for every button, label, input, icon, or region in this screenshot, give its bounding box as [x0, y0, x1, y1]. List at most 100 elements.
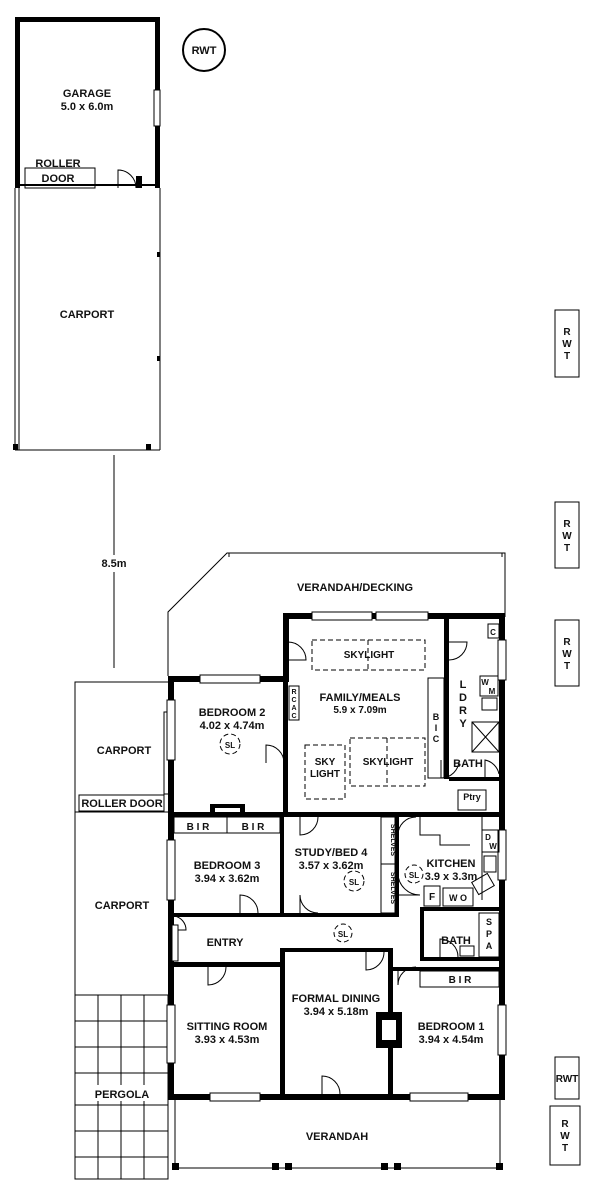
family-meals: SKYLIGHT SKY LIGHT SKYLIGHT FAMILY/MEALS… — [288, 639, 445, 800]
roller-door-label: ROLLER DOOR — [81, 798, 162, 810]
bir-bedroom1-label: B I R — [449, 975, 473, 986]
family-meals-name: FAMILY/MEALS — [320, 692, 401, 704]
sitting-room: SITTING ROOM 3.93 x 4.53m — [187, 1021, 268, 1046]
dw-letter: D — [485, 833, 491, 842]
f-label: F — [429, 892, 435, 903]
pergola-label: PERGOLA — [95, 1089, 149, 1101]
carport-detached: CARPORT — [13, 188, 161, 451]
bedroom2-name: BEDROOM 2 — [199, 707, 266, 719]
garage-size: 5.0 x 6.0m — [61, 101, 114, 113]
bath-lower-label: BATH — [441, 935, 471, 947]
garage: GARAGE 5.0 x 6.0m ROLLER DOOR — [15, 17, 161, 189]
carport-top-label: CARPORT — [60, 309, 115, 321]
bir-strip: B I R B I R — [173, 804, 281, 834]
garage-name: GARAGE — [63, 88, 111, 100]
spa-letter: S — [486, 917, 492, 927]
pergola: PERGOLA — [74, 994, 169, 1180]
rwt-letter: R — [563, 637, 571, 648]
bedroom3-size: 3.94 x 3.62m — [195, 873, 260, 885]
sl-label: SL — [225, 741, 235, 750]
rcac-letter: C — [291, 713, 296, 720]
sl-label: SL — [338, 930, 348, 939]
rwt-tank-round: RWT — [182, 28, 226, 72]
skylight-label-bottom: SKYLIGHT — [363, 757, 414, 768]
bedroom3-name: BEDROOM 3 — [194, 860, 261, 872]
rwt-tank-2: R W T — [554, 501, 580, 569]
wo-label: W O — [449, 893, 467, 903]
wm-letter: M — [489, 687, 496, 696]
rwt-tank-1: R W T — [554, 309, 580, 378]
bedroom-3: BEDROOM 3 3.94 x 3.62m — [194, 860, 261, 885]
rwt-letter: R — [563, 519, 571, 530]
bir-left-label: B I R — [187, 822, 211, 833]
windows — [166, 611, 507, 1102]
c-label: C — [490, 628, 496, 637]
bic-letter: C — [433, 734, 440, 744]
rcac-letter: A — [291, 705, 296, 712]
sitting-room-size: 3.93 x 4.53m — [195, 1034, 260, 1046]
verandah-decking-label: VERANDAH/DECKING — [297, 582, 413, 594]
formal-dining-size: 3.94 x 5.18m — [304, 1006, 369, 1018]
distance-marker: 8.5m — [101, 455, 127, 668]
study-size: 3.57 x 3.62m — [299, 860, 364, 872]
bath-upper-label: BATH — [453, 758, 483, 770]
sky-label: SKY — [315, 757, 336, 768]
family-meals-size: 5.9 x 7.09m — [333, 705, 386, 716]
verandah-decking: VERANDAH/DECKING — [167, 552, 506, 676]
rwt-letter: W — [560, 1131, 570, 1142]
study-bed-4: STUDY/BED 4 3.57 x 3.62m SL SHELVES SHEL… — [295, 816, 396, 914]
bedroom-2: BEDROOM 2 4.02 x 4.74m SL — [199, 707, 266, 755]
distance-label: 8.5m — [101, 558, 126, 570]
rwt-tank-5: R W T — [549, 1105, 581, 1166]
rcac-letter: R — [291, 689, 296, 696]
rwt-letter: R — [561, 1119, 569, 1130]
front-verandah: VERANDAH — [172, 1100, 503, 1170]
light-label: LIGHT — [310, 769, 340, 780]
entry-label: ENTRY — [207, 937, 245, 949]
rwt-tank-4: RWT — [554, 1056, 580, 1100]
sitting-room-name: SITTING ROOM — [187, 1021, 268, 1033]
roller-door-label-2: DOOR — [42, 173, 75, 185]
bic-letter: I — [435, 723, 438, 733]
entry: ENTRY SL — [171, 923, 353, 962]
carport-left-2-label: CARPORT — [95, 900, 150, 912]
bedroom2-size: 4.02 x 4.74m — [200, 720, 265, 732]
kitchen: Ptry D W KITCHEN 3.9 x 3.3m SL F W O — [404, 789, 500, 907]
bedroom1-size: 3.94 x 4.54m — [419, 1034, 484, 1046]
skylight-label-top: SKYLIGHT — [344, 650, 395, 661]
verandah-label: VERANDAH — [306, 1131, 368, 1143]
bir-right-label: B I R — [242, 822, 266, 833]
ldry-letter: R — [459, 705, 467, 717]
ldry-letter: D — [459, 692, 467, 704]
rcac-letter: C — [291, 697, 296, 704]
sl-label: SL — [409, 871, 419, 880]
rwt-letter: T — [562, 1143, 568, 1154]
rwt-tank-4-label: RWT — [556, 1074, 579, 1085]
rwt-letter: T — [564, 543, 570, 554]
bedroom1-name: BEDROOM 1 — [418, 1021, 485, 1033]
formal-dining: FORMAL DINING 3.94 x 5.18m — [292, 993, 380, 1018]
kitchen-name: KITCHEN — [427, 858, 476, 870]
shelves-label-2: SHELVES — [389, 872, 396, 904]
dw-letter: W — [489, 842, 497, 851]
carport-attached: CARPORT ROLLER DOOR CARPORT — [74, 681, 171, 996]
kitchen-size: 3.9 x 3.3m — [425, 871, 478, 883]
bath-lower: S P A BATH — [441, 912, 500, 958]
formal-dining-name: FORMAL DINING — [292, 993, 380, 1005]
study-name: STUDY/BED 4 — [295, 847, 369, 859]
spa-letter: A — [486, 941, 493, 951]
rwt-letter: W — [562, 649, 572, 660]
carport-left-1-label: CARPORT — [97, 745, 152, 757]
ldry-letter: Y — [459, 718, 467, 730]
rwt-letter: T — [564, 351, 570, 362]
bic-letter: B — [433, 712, 440, 722]
roller-door-label-1: ROLLER — [35, 158, 80, 170]
shelves-label-1: SHELVES — [389, 824, 396, 856]
rwt-letter: T — [564, 661, 570, 672]
rwt-round-label: RWT — [192, 45, 217, 57]
bath-upper: BATH — [453, 721, 500, 770]
rwt-tank-3: R W T — [554, 619, 580, 687]
rwt-letter: W — [562, 531, 572, 542]
rwt-letter: R — [563, 327, 571, 338]
